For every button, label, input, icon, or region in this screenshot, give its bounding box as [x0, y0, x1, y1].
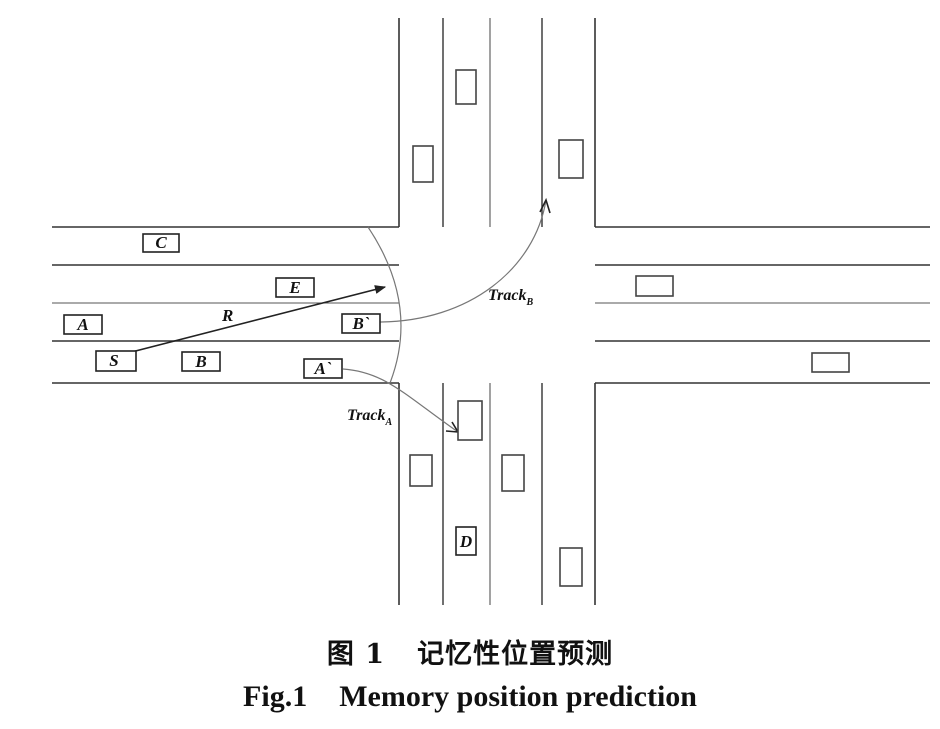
caption-cn-number: 图 1 — [326, 639, 386, 670]
vehicle-a-label: A — [76, 315, 88, 334]
track-b-arrowhead — [539, 197, 551, 214]
vehicle-a-box — [63, 314, 103, 335]
track-a-label-base: Track — [347, 407, 386, 424]
vehicle-east-2 — [811, 352, 850, 373]
caption-en-number: Fig.1 — [243, 680, 308, 713]
intersection-diagram: C E A B` S B A` D R TrackB TrackA — [52, 18, 930, 605]
vehicle-s-box — [95, 350, 137, 372]
radius-vector-r — [111, 285, 387, 358]
vehicle-b-label: B — [194, 352, 206, 371]
vehicle-south-3 — [501, 454, 525, 492]
detection-radius-arc — [367, 226, 402, 384]
vehicle-south-4 — [559, 547, 583, 587]
vehicle-north-1 — [455, 69, 477, 105]
vehicle-e-label: E — [288, 278, 300, 297]
track-b-label-sub: B — [526, 297, 534, 308]
vehicle-b-box — [181, 351, 221, 372]
caption-chinese: 图 1 记忆性位置预测 — [0, 632, 940, 671]
vehicle-b-prime-label: B` — [352, 314, 370, 333]
track-b-curve — [377, 199, 547, 323]
vehicle-s-label: S — [109, 351, 118, 370]
track-b-label-base: Track — [488, 287, 527, 304]
vehicle-a-prime-box — [303, 358, 343, 379]
vehicle-north-3 — [558, 139, 584, 179]
track-b-label: TrackB — [488, 287, 534, 308]
caption-english: Fig.1 Memory position prediction — [0, 680, 940, 714]
vehicle-east-1 — [635, 275, 674, 297]
vehicle-north-2 — [412, 145, 434, 183]
track-a-curve — [342, 368, 459, 433]
vehicle-c-box — [142, 233, 180, 253]
track-a-label-sub: A — [385, 417, 393, 428]
track-a-label: TrackA — [347, 407, 393, 428]
radius-label: R — [221, 306, 233, 325]
vehicle-e-box — [275, 277, 315, 298]
vehicle-c-label: C — [155, 233, 167, 252]
vehicle-south-1 — [457, 400, 483, 441]
vehicle-b-prime-box — [341, 313, 381, 334]
caption-en-title: Memory position prediction — [339, 680, 697, 713]
vehicle-d-box — [455, 526, 477, 556]
vehicle-south-2 — [409, 454, 433, 487]
caption-cn-title: 记忆性位置预测 — [417, 639, 614, 670]
vehicle-d-label: D — [459, 532, 472, 551]
track-a-arrowhead — [445, 421, 460, 433]
vehicle-a-prime-label: A` — [314, 359, 332, 378]
